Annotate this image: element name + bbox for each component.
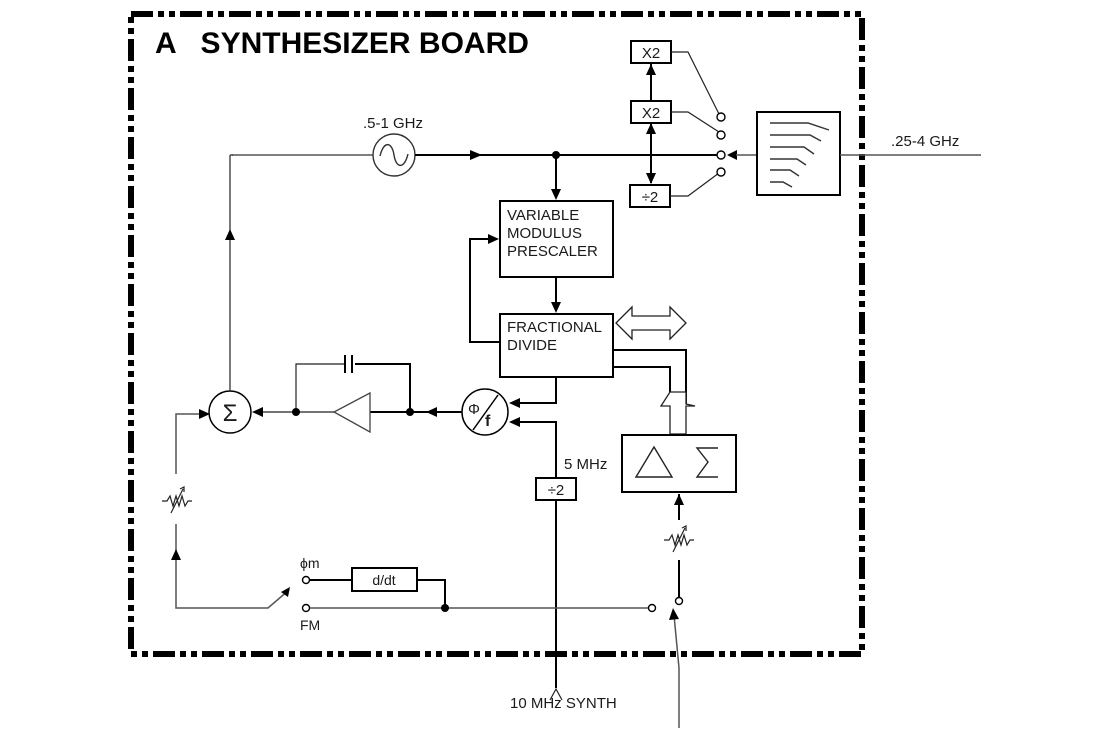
phase-mod-terminal[interactable] — [301, 575, 311, 585]
arrow-up-icon — [646, 123, 656, 134]
differentiator-label: d/dt — [372, 572, 395, 588]
fractional-label-line2: DIVIDE — [507, 337, 557, 354]
board-title: A SYNTHESIZER BOARD — [155, 27, 529, 60]
summer-symbol: Σ — [223, 400, 238, 427]
reference-divider-label: ÷2 — [548, 482, 565, 499]
filter-bank-icon — [770, 122, 830, 188]
mod-wire-upper — [175, 413, 200, 474]
junction-dot — [292, 408, 300, 416]
arrow-down-icon — [646, 173, 656, 184]
cap-wire-right — [355, 363, 411, 412]
fm-terminal[interactable] — [301, 603, 311, 613]
mod-out-terminal[interactable] — [647, 603, 657, 613]
bus-wire-outer — [613, 349, 687, 404]
arrow-up-icon — [225, 229, 235, 240]
arrow-down-icon — [551, 302, 561, 313]
arrow-up-icon — [674, 494, 684, 505]
delta-icon — [634, 445, 674, 478]
synth-input-label: 10 MHz SYNTH — [510, 695, 617, 712]
fractional-label-line1: FRACTIONAL — [507, 319, 602, 336]
arrow-right-icon — [470, 150, 482, 160]
phase-frequency-detector — [461, 388, 509, 436]
junction-dot — [441, 604, 449, 612]
modulus-control-wire — [469, 238, 500, 343]
variable-modulus-prescaler-block — [499, 200, 614, 278]
prescaler-label-line2: MODULUS — [507, 225, 582, 242]
arrow-up-icon — [646, 64, 656, 75]
multiplier-x2-mid-label: X2 — [642, 105, 660, 122]
arrow-up-icon — [171, 549, 181, 560]
board-border — [128, 11, 865, 657]
dddt-output-wire — [417, 579, 446, 608]
arrow-left-icon — [727, 150, 737, 160]
divide-to-pd-wire — [516, 377, 557, 404]
attenuator-left-icon — [162, 486, 192, 514]
bidirectional-bus-icon — [615, 305, 687, 341]
frequency-symbol: f — [485, 413, 491, 430]
ds-mod-terminal[interactable] — [674, 596, 684, 606]
arrow-left-icon — [509, 398, 520, 408]
delta-sigma-block — [621, 434, 737, 493]
input-connector-icon — [549, 687, 563, 701]
arrow-left-icon — [509, 417, 520, 427]
phase-symbol: Φ — [468, 401, 480, 418]
switch-arm-wire — [670, 172, 720, 197]
vco-oscillator-icon — [372, 133, 416, 177]
arrow-up-right-icon — [281, 587, 290, 597]
switch-arm-wire — [671, 51, 720, 115]
prescaler-label-line1: VARIABLE — [507, 207, 579, 224]
filter-bank-block — [756, 111, 841, 196]
arrow-down-icon — [551, 189, 561, 200]
external-input-wire — [673, 614, 680, 728]
reference-freq-label: 5 MHz — [564, 456, 607, 473]
phase-mod-label: ϕm — [300, 555, 320, 571]
reference-wire — [516, 421, 557, 478]
prescaler-label-line3: PRESCALER — [507, 243, 598, 260]
bus-up-arrow-icon — [659, 391, 696, 435]
arrow-right-icon — [199, 409, 210, 419]
fractional-divide-block — [499, 313, 614, 378]
cap-wire-left — [295, 363, 345, 412]
mod-wire-lower — [175, 524, 290, 609]
bus-wire-inner — [613, 366, 671, 392]
fm-label: FM — [300, 617, 320, 633]
arrow-right-icon — [488, 234, 499, 244]
arrow-left-icon — [252, 407, 263, 417]
attenuator-right-icon — [664, 525, 694, 553]
divider-output-label: ÷2 — [642, 189, 659, 206]
output-freq-label: .25-4 GHz — [891, 133, 959, 150]
switch-arm-wire — [671, 111, 720, 133]
amplifier-icon — [332, 391, 371, 434]
sigma-icon — [695, 447, 718, 478]
arrow-left-icon — [426, 407, 437, 417]
output-band-switch[interactable] — [716, 112, 726, 177]
oscillator-freq-label: .5-1 GHz — [363, 115, 423, 132]
arrow-up-icon — [669, 608, 679, 620]
multiplier-x2-top-label: X2 — [642, 45, 660, 62]
capacitor-icon — [344, 355, 353, 373]
